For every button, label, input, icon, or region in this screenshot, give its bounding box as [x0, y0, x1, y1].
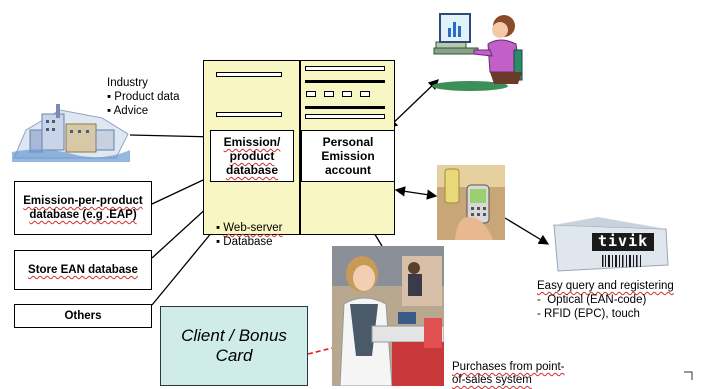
- others-box: Others: [14, 304, 152, 328]
- server-note-web-server: Web-server: [216, 222, 282, 235]
- purchases-label: Purchases from point-of-sales system: [452, 361, 565, 386]
- server-slot: [342, 91, 352, 97]
- server-bar: [305, 80, 385, 83]
- arrow-account-computer: [387, 79, 439, 129]
- query-item-optical: - Optical (EAN-code): [537, 294, 647, 306]
- personal-emission-account-box: Personal Emission account: [301, 130, 395, 182]
- store-ean-label: Store EAN database: [28, 264, 138, 276]
- client-bonus-card: Client / Bonus Card: [160, 306, 308, 386]
- phone-scanner-icon: [437, 165, 505, 240]
- others-label: Others: [64, 310, 102, 322]
- server-bar: [305, 106, 385, 109]
- epp-database-box: Emission-per-product database (e.g .EAP): [14, 181, 152, 235]
- bonus-card-label: Client / Bonus Card: [181, 326, 287, 365]
- store-ean-database-box: Store EAN database: [14, 250, 152, 290]
- checkout-photo: [332, 246, 444, 386]
- emission-db-label: Emission/ product database: [223, 135, 281, 177]
- arrow-account-phone: [394, 186, 438, 200]
- arrow-industry-to-db: [129, 131, 218, 142]
- industry-item-product-data: Product data: [107, 91, 179, 104]
- barcode-logo-icon: [553, 217, 669, 272]
- server-bar: [305, 114, 385, 119]
- brand-logo-text: tivik: [598, 232, 649, 250]
- server-slot: [324, 91, 334, 97]
- epp-database-label: Emission-per-product database (e.g .EAP): [23, 195, 143, 221]
- woman-at-computer-icon: [432, 13, 523, 91]
- industry-title: Industry: [107, 77, 148, 89]
- server-slot: [306, 91, 316, 97]
- personal-account-label: Personal Emission account: [321, 135, 375, 177]
- industry-item-advice: Advice: [107, 105, 149, 118]
- server-divider: [299, 60, 301, 235]
- server-bar: [305, 66, 385, 71]
- emission-product-database-box: Emission/ product database: [210, 130, 294, 182]
- server-slot: [360, 91, 370, 97]
- query-title: Easy query and registering: [537, 280, 674, 292]
- arrow-phone-to-logo: [504, 217, 550, 245]
- server-bar: [216, 72, 282, 77]
- server-bar: [216, 112, 282, 117]
- query-item-rfid: - RFID (EPC), touch: [537, 308, 640, 320]
- server-note-database: Database: [216, 236, 272, 249]
- corner-mark: [684, 371, 693, 380]
